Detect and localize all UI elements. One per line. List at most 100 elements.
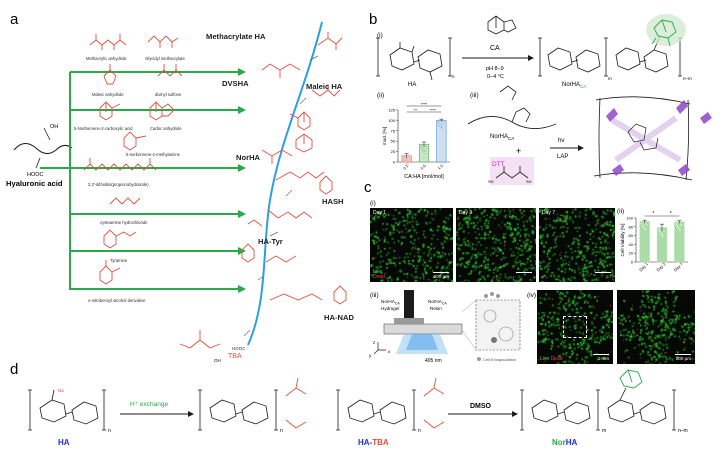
- significance-label: *: [652, 211, 654, 217]
- norha-label-d: NorHA: [552, 438, 578, 447]
- tba-oh-label: OH: [214, 358, 221, 363]
- x-tick-label: 1.0: [437, 163, 445, 171]
- dtt-label: DTT: [492, 161, 505, 168]
- significance-label: *: [670, 211, 672, 217]
- panel-b-i: (i): [377, 32, 383, 39]
- panel-label-c: c: [364, 179, 372, 196]
- y-tick-label: 100: [626, 216, 633, 221]
- wavelength-label: 405 nm: [425, 358, 442, 364]
- tba-structures: [179, 330, 445, 429]
- panel-b: (i) HA n CA pH 8–9 0–4 °C: [376, 14, 712, 185]
- reagent-4: 5-Norbornene-2-carboxylic acid: [74, 126, 133, 131]
- data-point: [424, 146, 428, 149]
- x-tick-label: Day 7: [673, 261, 684, 272]
- microscopy-printed-grid: 1 mm Live Dead: [537, 290, 613, 364]
- scale-1mm: 1 mm: [597, 356, 609, 361]
- hydrogel-network: [593, 96, 712, 181]
- product-dvsha: DVSHA: [222, 79, 249, 88]
- data-point: [657, 228, 660, 231]
- data-point: [676, 224, 679, 228]
- y-tick-label: 80: [629, 224, 634, 229]
- product-hatyr: HA-Tyr: [258, 237, 283, 246]
- data-point: [658, 230, 662, 233]
- panel-c-iii: (iii): [370, 292, 379, 299]
- resin-label: NorHACA: [428, 299, 447, 306]
- data-point: [438, 123, 441, 126]
- reagent-7: 3,3'-dithiobis(propionohydrazide): [88, 182, 149, 187]
- hydrogel-label-2: Hydrogel: [381, 306, 399, 311]
- ha-chain-sketch: [13, 143, 73, 154]
- reagent-ca: CA: [490, 45, 500, 52]
- product-maleic: Maleic HA: [306, 82, 343, 91]
- conditions-ph: pH 8–9: [486, 66, 504, 72]
- panel-label-d: d: [10, 361, 18, 378]
- data-point: [675, 222, 678, 226]
- product-hash: HASH: [322, 197, 344, 206]
- product-norha: NorHA: [236, 153, 261, 162]
- hv-label: hν: [558, 138, 564, 144]
- data-point: [640, 222, 643, 225]
- svg-text:n: n: [108, 428, 111, 434]
- significance-label: ****: [430, 108, 437, 113]
- arrow-heads: [238, 68, 246, 293]
- hyaluronic-acid-label: Hyaluronic acid: [6, 179, 63, 188]
- panel-c-ii: (ii): [617, 208, 624, 215]
- data-point: [678, 228, 682, 232]
- oh-label: OH: [50, 124, 58, 130]
- panel-b-ii: (ii): [377, 92, 384, 99]
- y-tick-label: 125: [388, 108, 395, 113]
- y-tick-label: 100: [388, 118, 395, 123]
- data-point: [661, 234, 664, 237]
- data-point: [641, 224, 644, 227]
- y-tick-label: 60: [629, 233, 634, 238]
- data-point: [644, 228, 647, 231]
- data-point: [437, 121, 440, 124]
- svg-text:m: m: [608, 76, 612, 81]
- live-dead-legend-iv: Live Dead: [540, 356, 563, 362]
- y-tick-label: 0: [393, 160, 396, 165]
- reaction-arrows: [40, 71, 238, 290]
- norha-ca-label: NorHACA: [562, 82, 586, 89]
- panel-a: OH HOOC Hyaluronic acid: [6, 21, 354, 351]
- ha-structure: [376, 37, 452, 81]
- ha-label-b: HA: [408, 82, 416, 88]
- ha-tba-label: HA-TBA: [358, 438, 389, 447]
- highlight-norbornene: [646, 14, 686, 46]
- data-point: [403, 158, 406, 161]
- svg-text:SH: SH: [488, 179, 494, 184]
- panel-label-b: b: [369, 11, 377, 28]
- reagent-3: divinyl sulfone: [155, 92, 182, 97]
- x-tick-label: 0.5: [419, 163, 427, 171]
- reagent-10: o-nitrobenzyl alcohol derivative: [88, 298, 146, 303]
- data-point: [439, 125, 442, 128]
- dmso-label: DMSO: [470, 403, 492, 410]
- day7-label: Day 7: [542, 210, 556, 216]
- data-point: [404, 160, 408, 163]
- reagent-5: Carbic anhydride: [150, 126, 182, 131]
- panel-b-iii: (iii): [470, 92, 479, 99]
- x-tick-label: Day 1: [638, 261, 649, 272]
- na-label: Na: [58, 388, 64, 393]
- reagent-2: Maleic anhydride: [92, 92, 124, 97]
- day1-label: Day 1: [373, 210, 387, 216]
- svg-text:n–m: n–m: [683, 76, 692, 81]
- hydrogel-label: NorHACA: [381, 299, 400, 306]
- svg-text:n: n: [418, 428, 421, 434]
- tba-label: TBA: [228, 353, 242, 360]
- y-axis-label: Cell Viability [%]: [620, 224, 625, 257]
- reagent-6: 5-norbornene-2-methylamine: [126, 152, 181, 157]
- x-axis-label: CA:HA [mol/mol]: [404, 174, 444, 180]
- x-tick-label: 0.1: [402, 163, 410, 171]
- data-point: [407, 157, 410, 160]
- printer-schematic: [373, 290, 463, 355]
- y-axis-label: mod. [%]: [382, 127, 387, 145]
- x-tick-label: Day 3: [655, 261, 666, 272]
- y-tick-label: 20: [629, 251, 634, 256]
- y-tick-label: 75: [391, 128, 396, 133]
- zoom-box: [563, 316, 587, 338]
